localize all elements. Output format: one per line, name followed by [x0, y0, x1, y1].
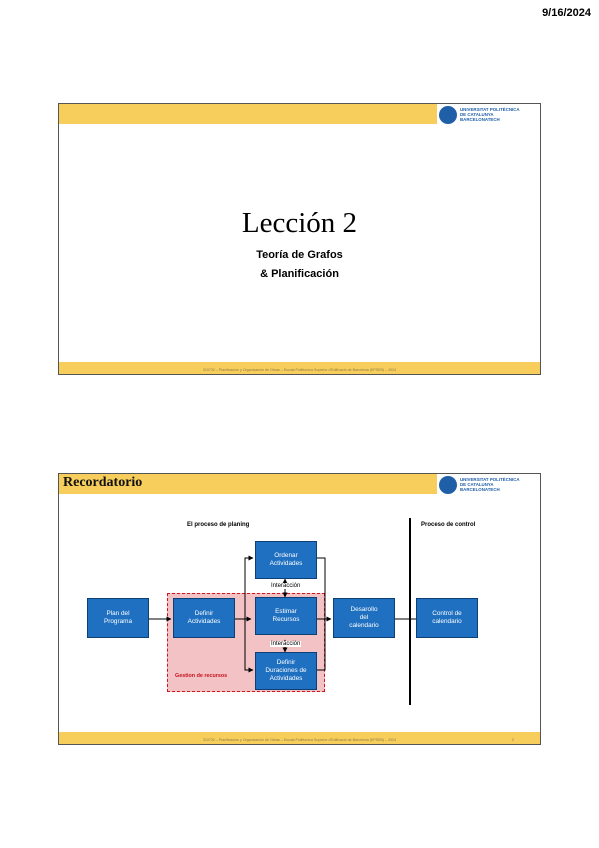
slide-footer: 310732 – Planificación y Organización de…: [202, 738, 397, 742]
upc-logo: UNIVERSITAT POLITÈCNICA DE CATALUNYA BAR…: [437, 104, 540, 126]
estimar-recursos-box: Estimar Recursos: [255, 597, 317, 635]
plan-del-programa-box: Plan del Programa: [87, 598, 149, 638]
ordenar-actividades-box: Ordenar Actividades: [255, 541, 317, 579]
logo-text: UNIVERSITAT POLITÈCNICA DE CATALUNYA BAR…: [460, 107, 520, 123]
upc-logo: UNIVERSITAT POLITÈCNICA DE CATALUNYA BAR…: [437, 474, 540, 496]
interaccion-label-2: Interacción: [270, 641, 302, 647]
lesson-subtitle-1: Teoría de Grafos: [256, 249, 343, 261]
lesson-title: Lección 2: [241, 207, 358, 239]
slide-number: 2: [511, 737, 514, 742]
upc-seal-icon: [439, 106, 457, 124]
top-accent-bar: [59, 474, 540, 494]
bottom-accent-bar: [59, 732, 540, 744]
slide-title: Recordatorio: [63, 475, 143, 490]
definir-duraciones-box: Definir Duraciones de Actividades: [255, 652, 317, 690]
control-calendario-box: Control de calendario: [416, 598, 478, 638]
upc-seal-icon: [439, 476, 457, 494]
slide-recordatorio: Recordatorio UNIVERSITAT POLITÈCNICA DE …: [58, 473, 541, 745]
desarrollo-calendario-box: Desarollo del calendario: [333, 598, 395, 638]
process-divider: [409, 518, 411, 705]
bottom-accent-bar: [59, 362, 540, 374]
planning-process-label: El proceso de planing: [187, 522, 250, 528]
top-accent-bar: [59, 104, 540, 124]
slide-title: UNIVERSITAT POLITÈCNICA DE CATALUNYA BAR…: [58, 103, 541, 375]
interaccion-label-1: Interacción: [270, 583, 302, 589]
definir-actividades-box: Definir Actividades: [173, 598, 235, 638]
logo-text: UNIVERSITAT POLITÈCNICA DE CATALUNYA BAR…: [460, 477, 520, 493]
page-date: 9/16/2024: [542, 7, 591, 19]
control-process-label: Proceso de control: [421, 522, 476, 528]
lesson-subtitle-2: & Planificación: [260, 268, 339, 280]
resource-management-label: Gestion de recursos: [175, 673, 228, 679]
slide-footer: 310732 – Planificación y Organización de…: [202, 368, 397, 372]
